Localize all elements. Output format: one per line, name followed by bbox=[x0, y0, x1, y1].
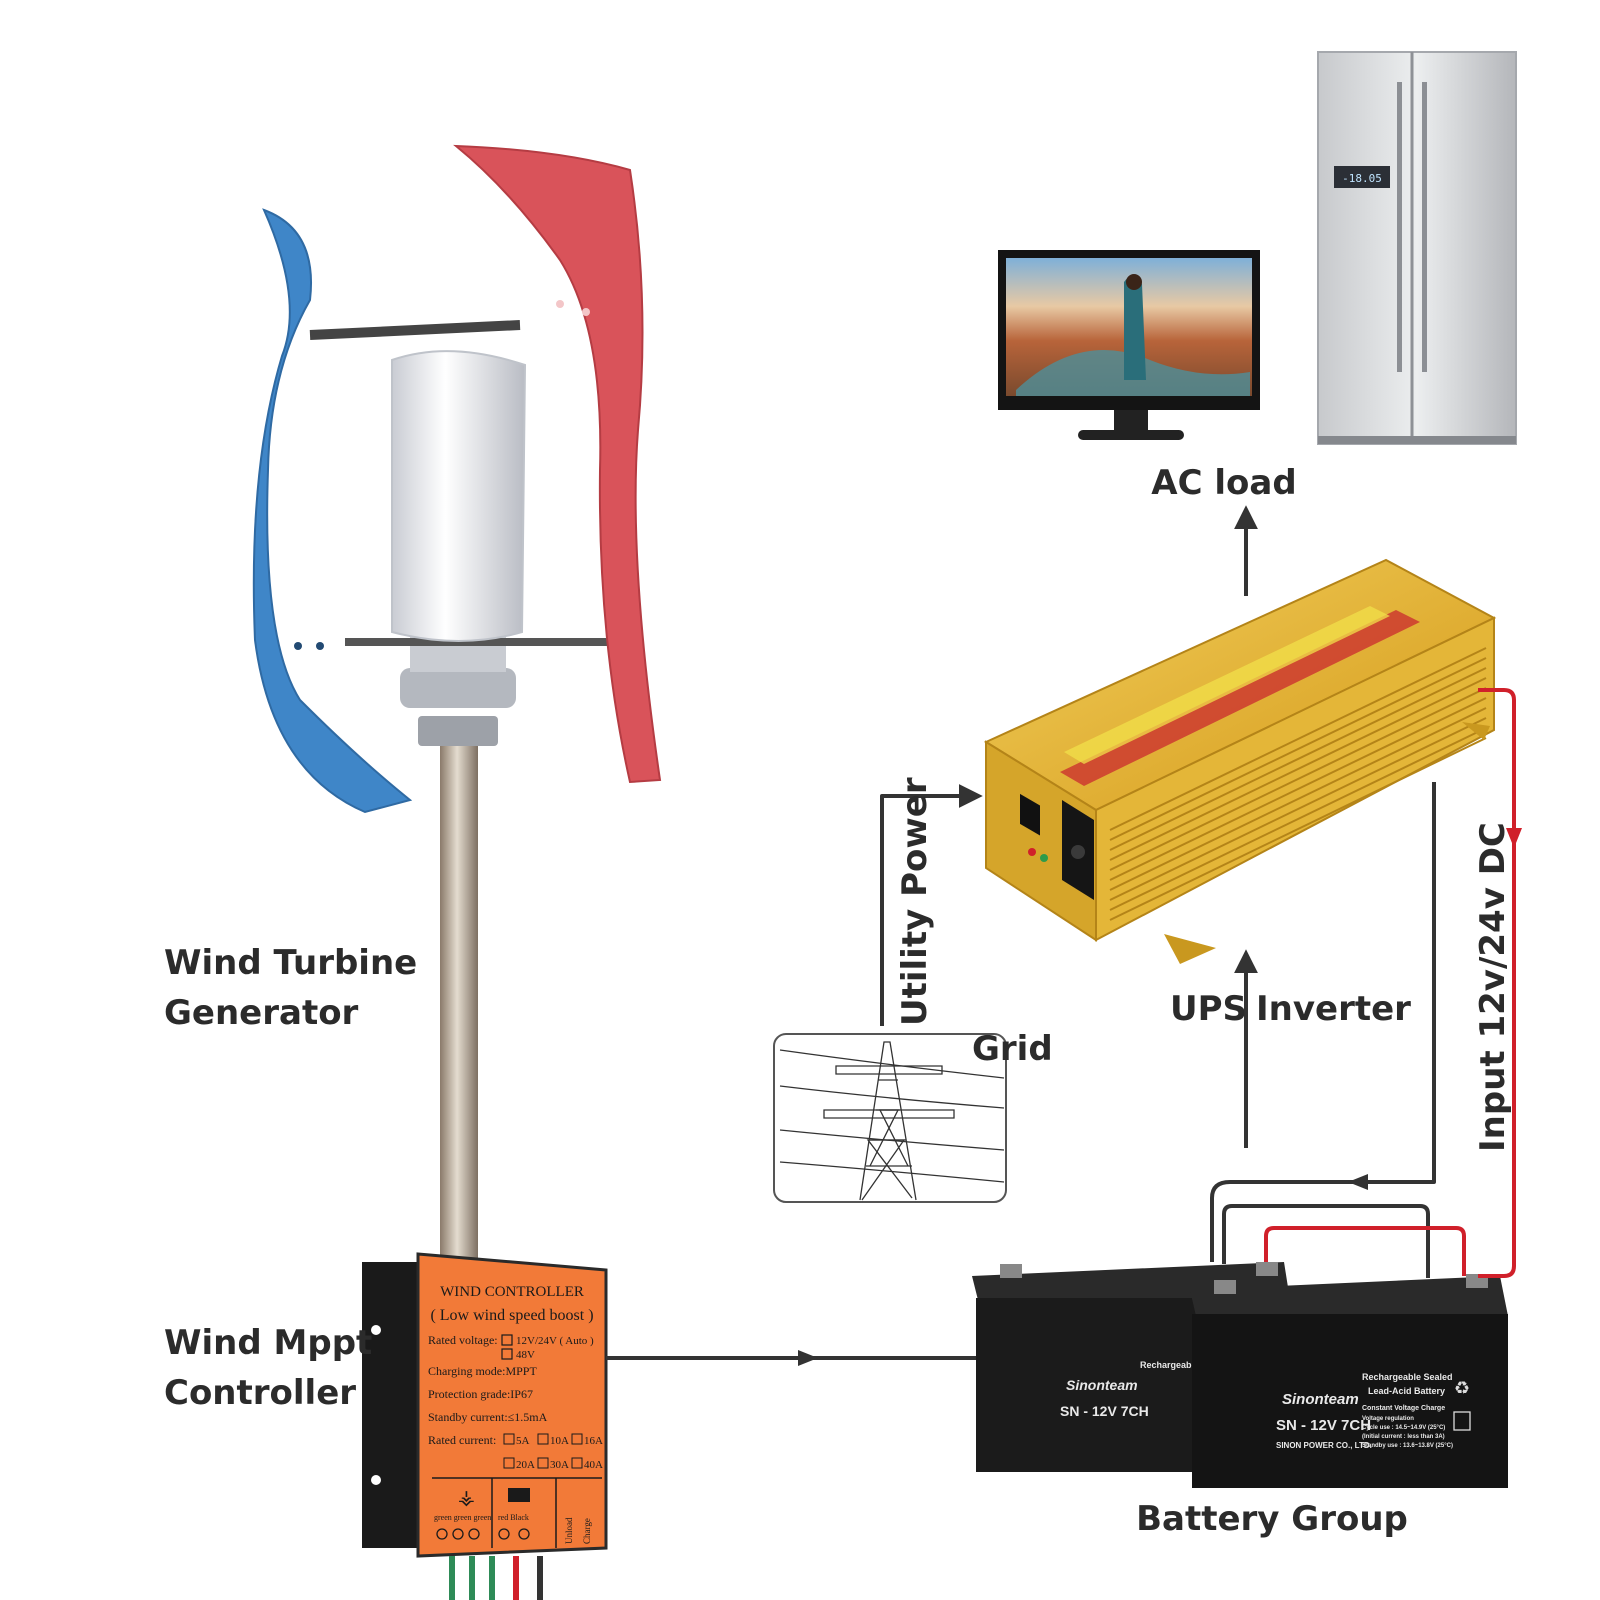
blue-blade bbox=[252, 208, 413, 814]
inverter-to-battery-wire bbox=[1210, 782, 1436, 1262]
current-option-label: 5A bbox=[516, 1435, 530, 1447]
inverter-led-red bbox=[1028, 848, 1036, 856]
inverter-fin bbox=[1109, 687, 1487, 871]
svg-text:Rated voltage:: Rated voltage: bbox=[428, 1333, 498, 1347]
current-option-checkbox bbox=[503, 1457, 515, 1469]
battery-group-label: Battery Group bbox=[1136, 1499, 1408, 1539]
fridge-display bbox=[1334, 166, 1390, 188]
current-option-checkbox bbox=[503, 1433, 515, 1445]
battery-spec-line: Voltage regulation bbox=[1362, 1416, 1414, 1422]
dc-input-wire-red bbox=[1478, 688, 1516, 1278]
connection-wires bbox=[606, 505, 1522, 1366]
inverter-fin bbox=[1109, 697, 1487, 881]
recycle-icon: ♻ bbox=[1454, 1378, 1470, 1399]
inverter-label-band bbox=[1060, 610, 1420, 786]
controller-title: WIND CONTROLLER bbox=[440, 1284, 584, 1300]
battery-front: Sinonteam SN - 12V 7CH SINON POWER CO., … bbox=[1190, 1274, 1508, 1488]
inverter-fin bbox=[1109, 717, 1487, 901]
inverter-fin bbox=[1109, 677, 1487, 861]
svg-text:Protection grade:IP67: Protection grade:IP67 bbox=[428, 1387, 533, 1401]
utility-power-wire bbox=[880, 784, 983, 1026]
inverter-power-switch bbox=[1020, 793, 1040, 836]
svg-text:SN - 12V 7CH: SN - 12V 7CH bbox=[1060, 1403, 1149, 1419]
svg-text:Constant Voltage Charge: Constant Voltage Charge bbox=[1362, 1405, 1445, 1412]
svg-text:12V/24V ( Auto ): 12V/24V ( Auto ) bbox=[516, 1335, 594, 1347]
svg-text:Charge: Charge bbox=[582, 1518, 592, 1544]
current-option-label: 10A bbox=[550, 1435, 569, 1447]
inverter-led-green bbox=[1040, 854, 1048, 862]
battery-brand: Sinonteam bbox=[1282, 1391, 1359, 1408]
svg-text:green green green: green green green bbox=[434, 1513, 491, 1522]
battery-spec-line: Standby use : 13.6~13.8V (25°C) bbox=[1362, 1443, 1453, 1449]
inverter-fin bbox=[1109, 647, 1487, 831]
battery-spec-line: Cycle use : 14.5~14.9V (25°C) bbox=[1362, 1425, 1445, 1431]
svg-text:Unload: Unload bbox=[564, 1517, 574, 1544]
inverter-fin bbox=[1109, 667, 1487, 851]
battery-series-wire-red bbox=[1264, 1226, 1466, 1276]
svg-text:48V: 48V bbox=[516, 1349, 535, 1361]
current-option-label: 30A bbox=[550, 1459, 569, 1471]
battery-spec-line: (Initial current : less than 3A) bbox=[1362, 1434, 1445, 1440]
current-option-checkbox bbox=[571, 1433, 583, 1445]
battery-maker: SINON POWER CO., LTD. bbox=[1276, 1441, 1372, 1450]
svg-text:Rated current:: Rated current: bbox=[428, 1433, 496, 1447]
battery-type-line2: Lead-Acid Battery bbox=[1368, 1386, 1445, 1396]
grid-label: Grid bbox=[972, 1029, 1053, 1069]
controller-terminals bbox=[436, 1528, 530, 1540]
ups-label: UPS bbox=[1170, 989, 1247, 1029]
current-option-checkbox bbox=[537, 1457, 549, 1469]
no-bin-icon bbox=[1453, 1411, 1471, 1431]
current-options-row1: 5A 10A 16A bbox=[503, 1433, 603, 1447]
turbine-symbol-icon: ⚶ bbox=[458, 1485, 475, 1509]
wind-mppt-label-line2: Controller bbox=[164, 1373, 356, 1413]
refrigerator: -18.05 bbox=[1317, 51, 1517, 445]
wind-turbine-label-line1: Wind Turbine bbox=[164, 943, 417, 983]
svg-text:-18.05: -18.05 bbox=[1342, 172, 1382, 185]
current-options-row2: 20A 30A 40A bbox=[503, 1457, 603, 1471]
turbine-bearing bbox=[400, 668, 516, 708]
inverter-fin bbox=[1109, 657, 1487, 841]
grid-power-tower bbox=[773, 1033, 1007, 1203]
turbine-flange bbox=[418, 716, 498, 746]
inverter-fin bbox=[1109, 707, 1487, 891]
utility-power-label: Utility Power bbox=[895, 777, 935, 1026]
current-option-checkbox bbox=[571, 1457, 583, 1469]
controller-body bbox=[416, 1252, 608, 1558]
controller-mount-bracket bbox=[362, 1262, 422, 1548]
ups-inverter bbox=[983, 558, 1497, 964]
inverter-label: Inverter bbox=[1256, 989, 1411, 1029]
inverter-fin bbox=[1109, 727, 1487, 911]
current-option-label: 20A bbox=[516, 1459, 535, 1471]
wind-turbine bbox=[252, 144, 662, 1260]
battery-type-line1: Rechargeable Sealed bbox=[1362, 1372, 1453, 1382]
inverter-fin bbox=[1109, 737, 1487, 921]
svg-text:Standby current:≤1.5mA: Standby current:≤1.5mA bbox=[428, 1410, 548, 1424]
wind-mppt-controller: WIND CONTROLLER ( Low wind speed boost )… bbox=[362, 1252, 608, 1600]
dc-input-label: Input 12v/24v DC bbox=[1473, 822, 1513, 1152]
battery-symbol-icon bbox=[508, 1488, 530, 1502]
svg-text:red Black: red Black bbox=[498, 1513, 529, 1522]
turbine-pole bbox=[440, 740, 478, 1260]
svg-text:Sinonteam: Sinonteam bbox=[1066, 1377, 1138, 1393]
battery-model: SN - 12V 7CH bbox=[1276, 1417, 1371, 1434]
current-option-label: 16A bbox=[584, 1435, 603, 1447]
generator-hub bbox=[391, 350, 527, 642]
controller-wires bbox=[449, 1556, 543, 1600]
current-option-label: 40A bbox=[584, 1459, 603, 1471]
controller-subtitle: ( Low wind speed boost ) bbox=[430, 1307, 593, 1324]
current-option-checkbox bbox=[537, 1433, 549, 1445]
tv-monitor bbox=[998, 250, 1260, 440]
svg-text:Charging mode:MPPT: Charging mode:MPPT bbox=[428, 1364, 537, 1378]
wind-turbine-label-line2: Generator bbox=[164, 993, 359, 1033]
svg-text:Rechargeable Sealed: Rechargeable Sealed bbox=[1140, 1360, 1231, 1370]
red-blade bbox=[453, 144, 662, 784]
ac-load-label: AC load bbox=[1151, 463, 1296, 503]
battery-series-wire-dark bbox=[1222, 1204, 1430, 1278]
battery-group: SN - 12V 7CH Sinonteam Rechargeable Seal… bbox=[972, 1262, 1508, 1488]
wind-mppt-label-line1: Wind Mppt bbox=[164, 1323, 372, 1363]
